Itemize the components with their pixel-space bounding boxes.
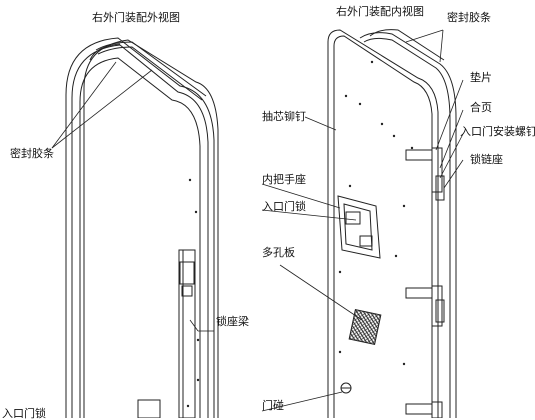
left-view-title: 右外门装配外视图 [92, 11, 180, 24]
label-entrance-lock-left: 入口门锁 [2, 407, 46, 420]
right-door-leaf [327, 29, 439, 418]
right-door-drawing [327, 29, 457, 418]
perforated-plate [348, 309, 382, 345]
label-inner-handle-seat: 内把手座 [262, 173, 306, 186]
inner-handle-seat [337, 195, 381, 259]
label-seal-left: 密封胶条 [10, 147, 54, 160]
label-door-stop: 门碰 [262, 399, 284, 412]
label-lock-beam: 锁座梁 [216, 315, 249, 328]
label-perforated-plate: 多孔板 [262, 246, 295, 259]
label-hinge: 合页 [470, 101, 492, 114]
right-view-title: 右外门装配内视图 [336, 5, 424, 18]
left-door-drawing [65, 37, 219, 418]
left-door-outer-frame [65, 37, 215, 418]
label-seal-right: 密封胶条 [447, 11, 491, 24]
left-door-inner-panel [79, 57, 201, 418]
label-blind-rivet: 抽芯铆钉 [262, 110, 306, 123]
right-rivets [338, 60, 414, 366]
label-entrance-lock-right: 入口门锁 [262, 200, 306, 213]
label-shim: 垫片 [470, 71, 492, 84]
label-latch-seat: 锁链座 [470, 153, 503, 166]
right-leader-lines [261, 29, 464, 412]
lock-beam [178, 249, 196, 418]
label-hinge-bolt: 入口门安装螺钉 [460, 125, 535, 138]
left-leader-lines [51, 61, 214, 332]
